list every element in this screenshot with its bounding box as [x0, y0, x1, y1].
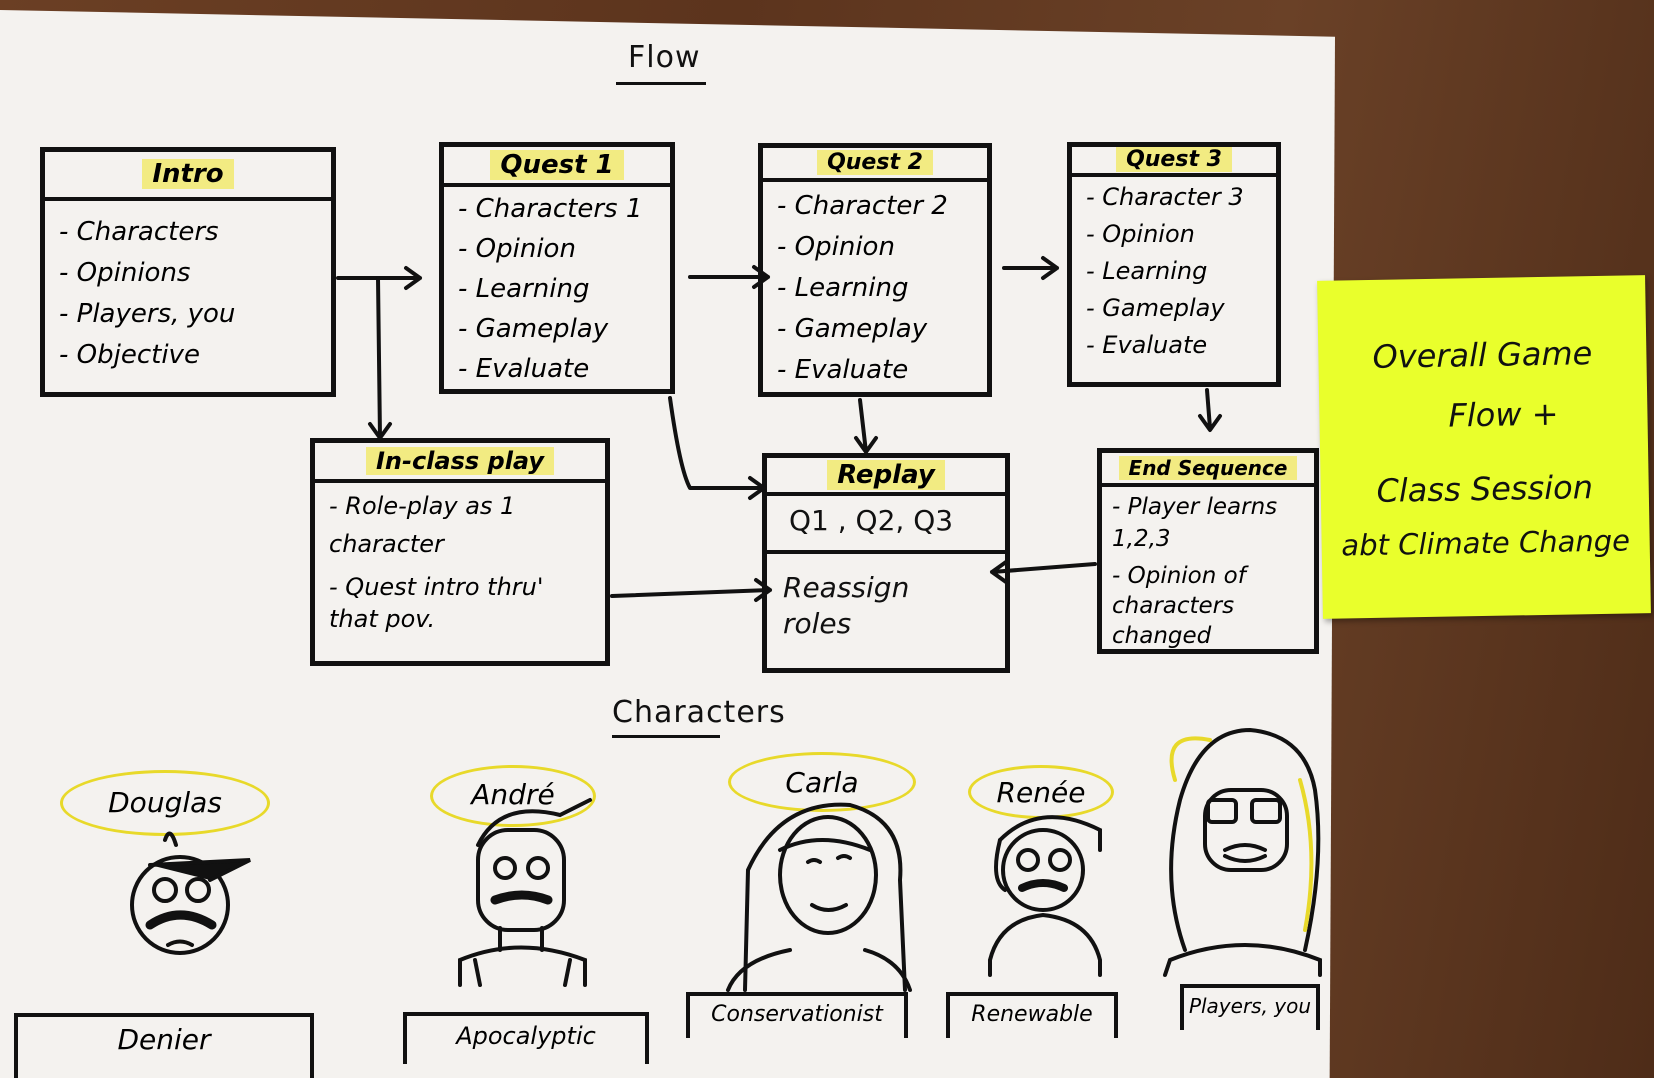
quest2-item: Evaluate	[777, 350, 948, 391]
quest2-item: Character 2	[777, 186, 948, 227]
arrow-quest1-to-replay	[668, 396, 766, 500]
quest2-item: Gameplay	[777, 309, 948, 350]
flow-heading-underline	[616, 82, 706, 85]
inclass-play-box: In-class play Role-play as 1 character Q…	[310, 438, 610, 666]
arrow-end-to-replay	[990, 560, 1097, 584]
sticky-line-4: abt Climate Change	[1341, 523, 1631, 563]
sticky-note: Overall Game Flow + Class Session abt Cl…	[1317, 275, 1651, 619]
quest1-item: Opinion	[458, 229, 642, 269]
carla-halo	[728, 752, 916, 812]
replay-box: Replay Q1 , Q2, Q3 Reassign roles	[762, 453, 1010, 673]
replay-divider	[767, 550, 1005, 554]
quest3-item: Evaluate	[1086, 327, 1244, 364]
sticky-line-3: Class Session	[1376, 468, 1594, 510]
inclass-play-item: Quest intro thru' that pov.	[329, 571, 599, 635]
player-face-icon	[1163, 727, 1322, 977]
quest3-item: Gameplay	[1086, 290, 1244, 327]
replay-quests: Q1 , Q2, Q3	[789, 504, 954, 537]
arrow-intro-to-inclass	[368, 276, 392, 440]
arrow-inclass-to-replay	[610, 578, 772, 602]
carla-face-icon	[726, 802, 912, 992]
arrow-quest3-to-end	[1198, 388, 1222, 432]
quest3-title: Quest 3	[1072, 147, 1276, 177]
role-tag-renewable: Renewable	[946, 992, 1118, 1038]
quest1-box: Quest 1 Characters 1 Opinion Learning Ga…	[439, 142, 675, 394]
quest2-item: Learning	[777, 268, 948, 309]
inclass-play-item: Role-play as 1 character	[329, 487, 599, 563]
quest2-item: Opinion	[777, 227, 948, 268]
arrow-quest1-to-quest2	[688, 265, 770, 289]
quest3-box: Quest 3 Character 3 Opinion Learning Gam…	[1067, 142, 1281, 387]
role-tag-denier: Denier	[14, 1013, 314, 1078]
role-tag-conservationist: Conservationist	[686, 992, 908, 1038]
andre-face-icon	[458, 798, 592, 987]
flow-heading: Flow	[628, 40, 701, 75]
douglas-face-icon	[130, 831, 251, 955]
end-sequence-box: End Sequence Player learns 1,2,3 Opinion…	[1097, 448, 1319, 654]
sticky-line-2: Flow +	[1448, 394, 1559, 435]
intro-box: Intro Characters Opinions Players, you O…	[40, 147, 336, 397]
quest1-item: Characters 1	[458, 189, 643, 229]
renee-name: Renée	[996, 776, 1086, 809]
replay-reassign: Reassign roles	[783, 571, 910, 640]
intro-item: Opinions	[59, 253, 235, 294]
andre-halo	[430, 765, 596, 827]
inclass-play-title: In-class play	[315, 443, 605, 483]
quest2-title: Quest 2	[763, 148, 987, 182]
renee-face-icon	[988, 815, 1102, 977]
quest1-title: Quest 1	[444, 147, 670, 187]
arrow-quest2-to-quest3	[1002, 256, 1059, 280]
quest1-item: Learning	[458, 269, 642, 309]
replay-title: Replay	[767, 458, 1005, 496]
quest3-item: Opinion	[1086, 216, 1244, 253]
characters-heading: Characters	[612, 695, 786, 730]
intro-item: Characters	[59, 212, 235, 253]
characters-heading-underline	[612, 735, 720, 738]
andre-name: André	[471, 778, 555, 811]
end-sequence-item: Player learns 1,2,3	[1112, 491, 1312, 555]
role-tag-apocalyptic: Apocalyptic	[403, 1012, 649, 1064]
quest3-item: Learning	[1086, 253, 1244, 290]
douglas-halo	[60, 770, 270, 836]
sticky-line-1: Overall Game	[1372, 334, 1593, 376]
end-sequence-title: End Sequence	[1102, 453, 1314, 487]
arrow-quest2-to-replay	[854, 398, 878, 454]
douglas-name: Douglas	[108, 786, 222, 819]
quest3-item: Character 3	[1086, 179, 1243, 216]
quest1-item: Evaluate	[458, 349, 642, 389]
intro-title: Intro	[45, 152, 331, 201]
end-sequence-item: Opinion of characters changed	[1112, 561, 1312, 651]
carla-name: Carla	[785, 766, 859, 799]
intro-item: Objective	[59, 335, 235, 376]
intro-item: Players, you	[59, 294, 236, 335]
quest1-item: Gameplay	[458, 309, 642, 349]
role-tag-players: Players, you	[1180, 984, 1320, 1030]
